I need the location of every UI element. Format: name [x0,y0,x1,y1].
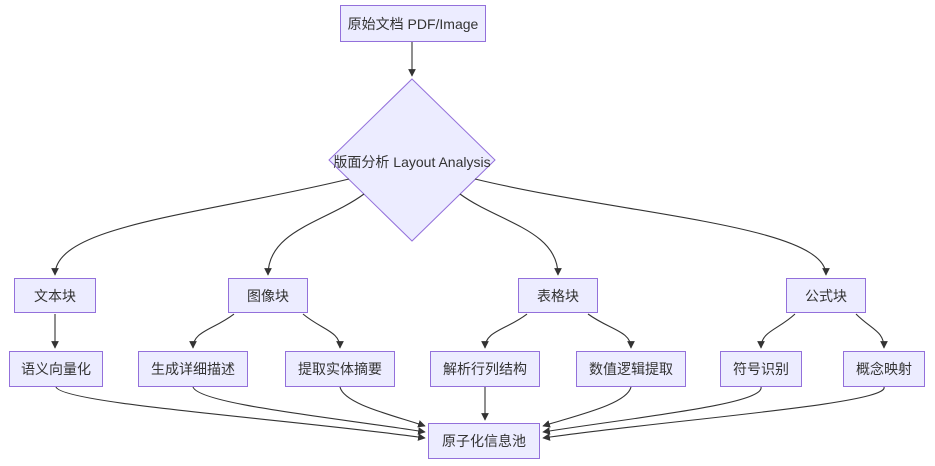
node-formula-block: 公式块 [786,278,866,313]
edge-decision-formula [474,178,830,276]
edge-image-description [189,313,235,349]
node-concept-mapping: 概念映射 [843,351,925,387]
node-decision-label: 版面分析 Layout Analysis [333,154,491,170]
node-pool: 原子化信息池 [428,423,540,459]
node-generate-description: 生成详细描述 [138,351,248,387]
edge-table-rowcol [481,313,528,349]
edge-entity-pool [339,386,426,428]
edge-decision-image [264,193,365,276]
edge-formula-symbol [757,313,796,349]
edge-table-numeric [587,313,635,349]
edge-concept-pool [542,386,885,441]
edge-semantic-pool [55,386,426,441]
edge-numeric-pool [542,386,632,428]
node-root: 原始文档 PDF/Image [340,5,486,42]
node-extract-entity-summary: 提取实体摘要 [285,351,395,387]
node-image-block: 图像块 [228,278,308,313]
edge-description-pool [192,386,426,435]
edge-decision-table [459,193,562,276]
node-text-block: 文本块 [14,278,96,313]
node-numeric-logic: 数值逻辑提取 [576,351,686,387]
node-table-block: 表格块 [518,278,598,313]
edge-image-entity [302,313,344,349]
decision-diamond-shape [328,78,496,242]
edge-decision-text [51,178,350,276]
node-semantic-vectorization: 语义向量化 [9,351,103,387]
edge-symbol-pool [542,386,762,435]
node-parse-row-col: 解析行列结构 [430,351,540,387]
edge-formula-concept [855,313,888,349]
node-symbol-recognition: 符号识别 [720,351,802,387]
